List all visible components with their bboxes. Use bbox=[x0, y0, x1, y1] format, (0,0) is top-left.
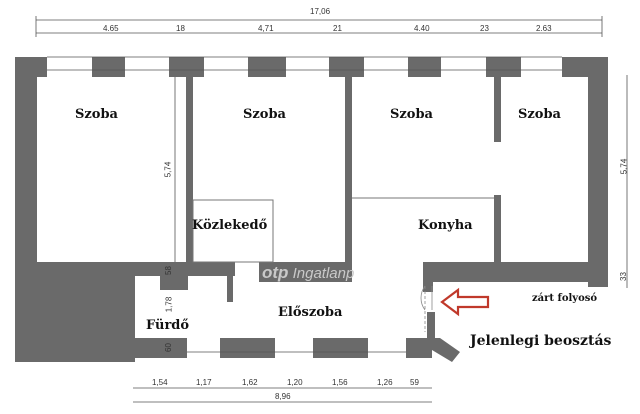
room-label-szoba-4: Szoba bbox=[518, 107, 561, 122]
entrance-door bbox=[420, 285, 433, 332]
partitions bbox=[174, 77, 494, 263]
room-label-konyha: Konyha bbox=[418, 218, 473, 233]
dimension-top-7: 2.63 bbox=[536, 24, 552, 33]
dimension-bottom-7: 59 bbox=[410, 378, 419, 387]
layout-title: Jelenlegi beosztás bbox=[470, 333, 612, 349]
room-label-szoba-1: Szoba bbox=[75, 107, 118, 122]
dimension-left-1: 5,74 bbox=[163, 161, 173, 178]
dimension-bottom-5: 1,56 bbox=[332, 378, 348, 387]
dimension-top-total: 17,06 bbox=[310, 7, 331, 16]
dimension-top-5: 4.40 bbox=[414, 24, 430, 33]
dimension-left-2: 58 bbox=[163, 266, 173, 275]
window-lines bbox=[47, 56, 562, 353]
room-label-furdo: Fürdő bbox=[146, 318, 190, 333]
dimension-bottom-1: 1,54 bbox=[152, 378, 168, 387]
room-label-szoba-3: Szoba bbox=[390, 107, 433, 122]
dimension-right-1: 5,74 bbox=[619, 158, 629, 175]
dimension-top-2: 18 bbox=[176, 24, 185, 33]
dimension-top-1: 4.65 bbox=[103, 24, 119, 33]
bottom-dimension-lines bbox=[133, 387, 432, 403]
dimension-right-2: 33 bbox=[618, 272, 628, 281]
room-label-eloszoba: Előszoba bbox=[278, 305, 343, 320]
entrance-arrow-icon bbox=[440, 287, 490, 317]
closed-corridor-label: zárt folyosó bbox=[532, 293, 598, 304]
watermark-suffix: Ingatlanp bbox=[292, 265, 355, 282]
dimension-top-3: 4,71 bbox=[258, 24, 274, 33]
dimension-left-3: 1,78 bbox=[164, 296, 174, 313]
watermark: otp Ingatlanp bbox=[262, 263, 354, 283]
watermark-brand: otp bbox=[262, 263, 289, 282]
dimension-bottom-3: 1,62 bbox=[242, 378, 258, 387]
dimension-bottom-6: 1,26 bbox=[377, 378, 393, 387]
dimension-bottom-2: 1,17 bbox=[196, 378, 212, 387]
dimension-top-4: 21 bbox=[333, 24, 342, 33]
dimension-bottom-4: 1,20 bbox=[287, 378, 303, 387]
dimension-top-6: 23 bbox=[480, 24, 489, 33]
dimension-left-4: 60 bbox=[163, 343, 173, 352]
room-label-szoba-2: Szoba bbox=[243, 107, 286, 122]
top-dimension-lines bbox=[35, 16, 603, 37]
dimension-bottom-total: 8,96 bbox=[275, 392, 291, 401]
room-label-kozlekedo: Közlekedő bbox=[192, 218, 268, 233]
walls bbox=[15, 57, 608, 362]
